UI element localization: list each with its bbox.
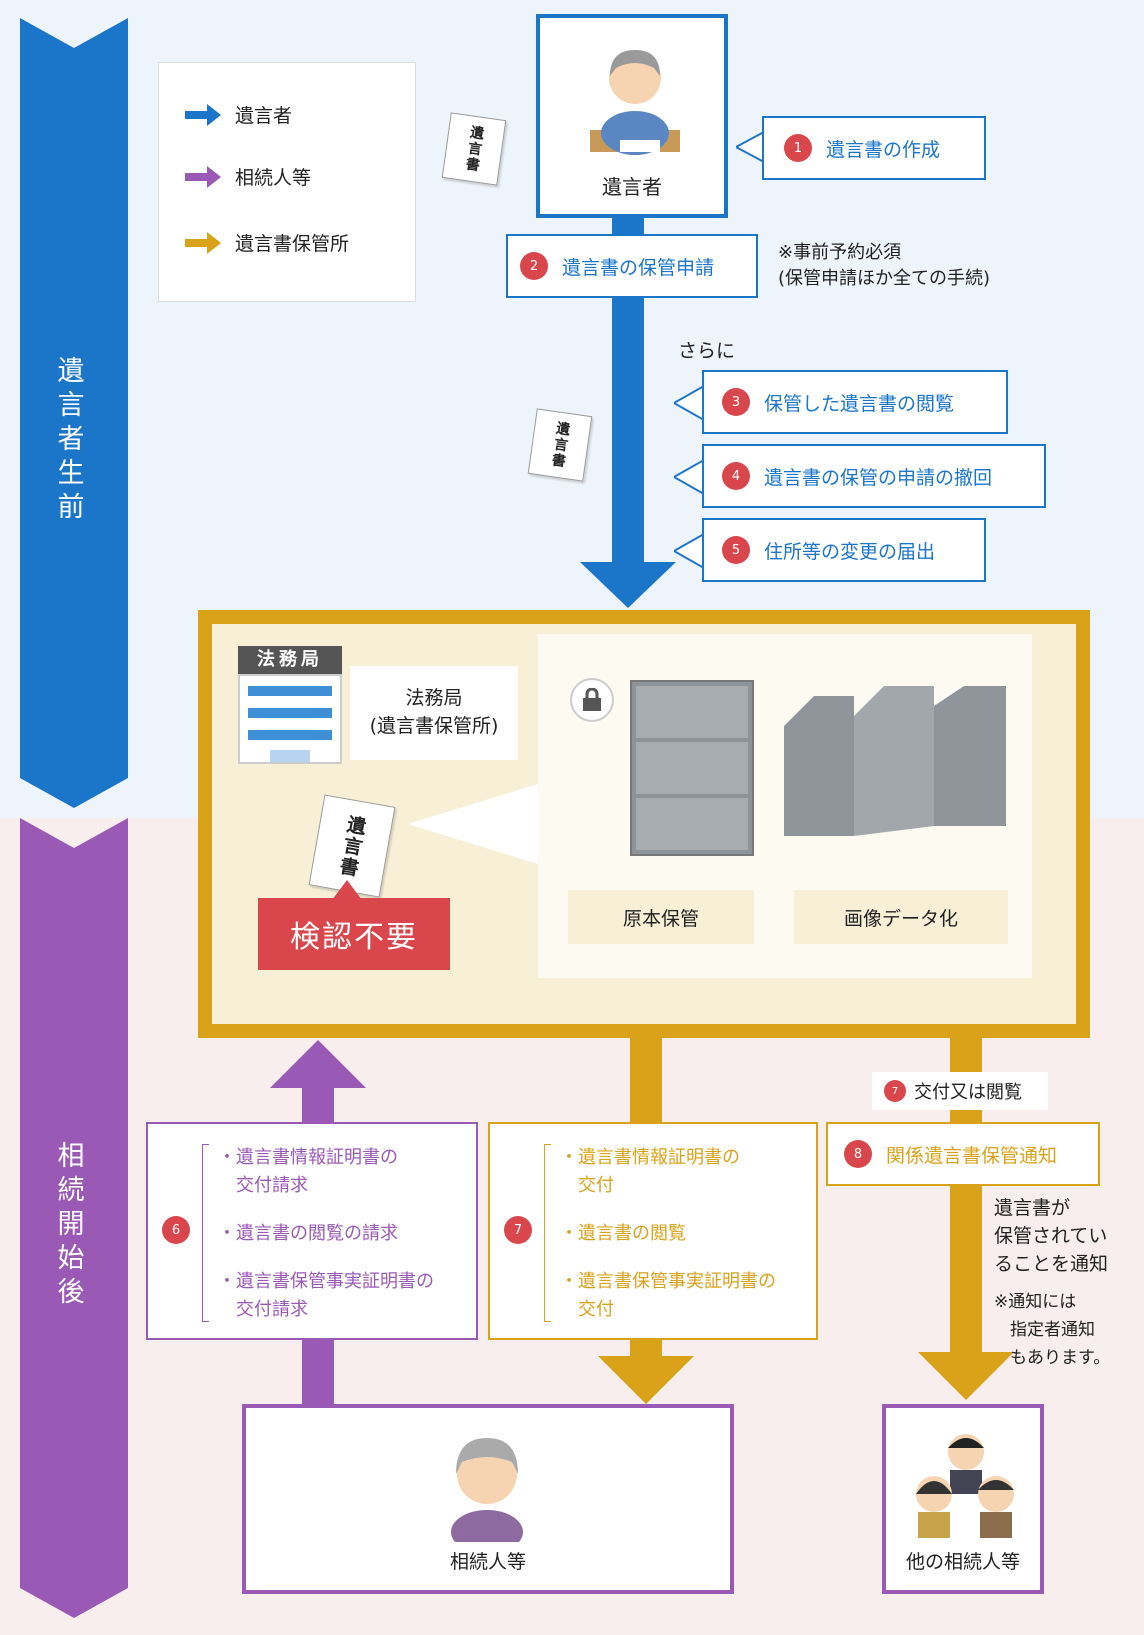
bracket xyxy=(202,1144,209,1322)
timeline-bands xyxy=(20,18,128,1618)
cabinet-icon xyxy=(630,680,754,856)
image-data-label: 画像データ化 xyxy=(794,890,1008,944)
other-heirs-label: 他の相続人等 xyxy=(905,1551,1020,1573)
will-paper-icon: 遺言書 xyxy=(441,112,507,186)
legend-item-heirs: 相続人等 xyxy=(185,163,311,190)
step-number-badge: 5 xyxy=(722,536,750,564)
reservation-note: ※事前予約必須 (保管申請ほか全ての手続) xyxy=(778,242,991,289)
callout-pointer xyxy=(408,784,538,864)
callout-pointer xyxy=(736,132,764,162)
step-1-box: 1 遺言書の作成 xyxy=(762,116,986,180)
step-label: 保管した遺言書の閲覧 xyxy=(764,392,955,415)
step-number-badge: 7 xyxy=(504,1216,532,1244)
step-4-box: 4 遺言書の保管の申請の撤回 xyxy=(702,444,1046,508)
step-7-delivery-box: 7 ・遺言書情報証明書の 交付 ・遺言書の閲覧 ・遺言書保管事実証明書の 交付 xyxy=(488,1122,818,1340)
heirs-label: 相続人等 xyxy=(449,1551,526,1573)
building-sign: 法務局 xyxy=(238,646,342,674)
step-2-box: 2 遺言書の保管申請 xyxy=(506,234,758,298)
gold-arrow-icon xyxy=(185,231,221,254)
lock-icon xyxy=(570,678,614,722)
step-number-badge: 3 xyxy=(722,388,750,416)
step-6-requests-box: 6 ・遺言書情報証明書の 交付請求 ・遺言書の閲覧の請求 ・遺言書保管事実証明書… xyxy=(146,1122,478,1340)
step-7-small-label: 7 交付又は閲覧 xyxy=(872,1072,1048,1110)
callout-pointer xyxy=(332,880,362,900)
heirs-box: 相続人等 xyxy=(242,1404,734,1594)
step-number-badge: 1 xyxy=(784,134,812,162)
step-number-badge: 6 xyxy=(162,1216,190,1244)
original-storage-label: 原本保管 xyxy=(568,890,754,944)
notification-description: 遺言書が 保管されてい ることを通知 xyxy=(994,1197,1109,1275)
legal-affairs-bureau-box: 法務局 法務局 (遺言書保管所) 遺言書 検認不要 原本保管 画像 xyxy=(198,610,1090,1038)
bracket xyxy=(544,1144,551,1322)
purple-arrow-icon xyxy=(185,165,221,188)
step-label: 関係遺言書保管通知 xyxy=(886,1144,1058,1167)
legend: 遺言者 相続人等 遺言書保管所 xyxy=(158,62,416,302)
step-label: 遺言書の作成 xyxy=(826,138,941,161)
after-death-label: 相続開始後 xyxy=(57,1141,85,1308)
step-8-box: 8 関係遺言書保管通知 xyxy=(826,1122,1100,1186)
step-label: 住所等の変更の届出 xyxy=(764,540,936,563)
notification-note: ※通知には 指定者通知 もあります。 xyxy=(994,1292,1111,1368)
server-icon xyxy=(784,686,1006,836)
before-death-label: 遺言者生前 xyxy=(57,356,85,523)
elderly-woman-icon xyxy=(451,1438,523,1542)
office-name: 法務局 (遺言書保管所) xyxy=(350,666,518,760)
step-number-badge: 7 xyxy=(884,1080,906,1102)
step-number-badge: 8 xyxy=(844,1140,872,1168)
no-probate-badge: 検認不要 xyxy=(258,898,450,970)
legend-item-office: 遺言書保管所 xyxy=(185,229,349,256)
testator-box: 遺言者 xyxy=(536,14,728,218)
before-band xyxy=(20,18,128,808)
callout-pointer xyxy=(674,534,704,568)
elderly-man-writing-icon xyxy=(590,50,680,155)
blue-arrow-icon xyxy=(185,103,221,126)
storage-panel: 原本保管 画像データ化 xyxy=(538,634,1032,978)
step-5-box: 5 住所等の変更の届出 xyxy=(702,518,986,582)
step-number-badge: 2 xyxy=(520,252,548,280)
callout-pointer xyxy=(674,460,704,494)
legend-item-testator: 遺言者 xyxy=(185,101,292,128)
other-heirs-box: 他の相続人等 xyxy=(882,1404,1044,1594)
callout-pointer xyxy=(674,386,704,420)
step-label: 遺言書の保管の申請の撤回 xyxy=(764,466,993,489)
step-number-badge: 4 xyxy=(722,462,750,490)
step-label: 遺言書の保管申請 xyxy=(562,256,715,279)
step-3-box: 3 保管した遺言書の閲覧 xyxy=(702,370,1008,434)
after-band xyxy=(20,818,128,1618)
testator-label: 遺言者 xyxy=(602,175,662,199)
furthermore-label: さらに xyxy=(678,340,736,362)
building-icon: 法務局 xyxy=(238,646,342,764)
family-group-icon xyxy=(916,1434,1014,1538)
